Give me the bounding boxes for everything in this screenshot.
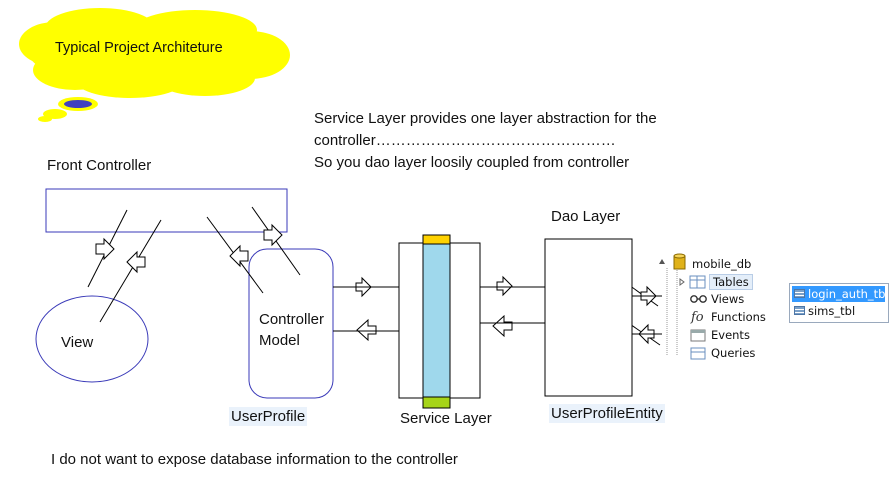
horizontal-connectors xyxy=(333,286,662,335)
arrow-left-icon xyxy=(492,314,513,338)
expand-triangle-icon xyxy=(679,278,685,286)
description-line: Service Layer provides one layer abstrac… xyxy=(314,110,657,127)
tables-popup: login_auth_tbl sims_tbl xyxy=(789,283,889,323)
collapse-triangle-icon xyxy=(659,259,665,264)
db-tree-item-events[interactable]: Events xyxy=(711,328,750,342)
dao-layer-box xyxy=(544,238,633,397)
front-controller-box xyxy=(45,188,288,233)
db-tree-item-queries[interactable]: Queries xyxy=(711,346,756,360)
user-profile-entity-label: UserProfileEntity xyxy=(549,404,665,423)
table-icon xyxy=(794,289,805,298)
thought-cloud xyxy=(19,8,290,122)
table-item-label: sims_tbl xyxy=(808,304,856,318)
table-item-sims[interactable]: sims_tbl xyxy=(792,303,855,319)
queries-icon xyxy=(690,347,706,360)
table-icon xyxy=(689,275,706,289)
service-layer-label: Service Layer xyxy=(400,410,492,427)
views-icon xyxy=(690,295,707,303)
db-tree-item-views[interactable]: Views xyxy=(711,292,745,306)
table-item-login-auth[interactable]: login_auth_tbl xyxy=(792,286,889,302)
events-icon xyxy=(690,329,706,342)
table-item-label: login_auth_tbl xyxy=(808,287,889,301)
arrow-right-icon xyxy=(263,223,283,247)
service-bar xyxy=(422,234,451,409)
arrow-right-icon xyxy=(95,237,115,261)
view-label: View xyxy=(61,334,94,351)
arrow-left-icon xyxy=(356,318,377,342)
controller-model-box xyxy=(248,248,334,399)
arrow-right-icon xyxy=(496,275,513,297)
controller-model-label: Model xyxy=(259,332,300,349)
front-controller-label: Front Controller xyxy=(47,157,152,174)
view-ellipse xyxy=(35,295,149,383)
cloud-bubble-dot xyxy=(64,100,92,108)
description-line: So you dao layer loosily coupled from co… xyxy=(314,154,630,171)
bottom-note: I do not want to expose database informa… xyxy=(51,451,458,468)
dao-layer-label: Dao Layer xyxy=(551,208,621,225)
arrow-left-icon xyxy=(229,244,249,268)
service-bar-bottom-cap xyxy=(422,396,451,409)
user-profile-label: UserProfile xyxy=(229,407,308,426)
arrow-left-icon xyxy=(126,250,146,274)
controller-model-label: Controller xyxy=(259,311,325,328)
service-bar-top-cap xyxy=(422,234,451,245)
table-icon xyxy=(794,306,805,315)
db-tree-root[interactable]: mobile_db xyxy=(692,257,752,271)
cloud-title: Typical Project Architeture xyxy=(55,40,223,56)
db-tree-item-tables[interactable]: Tables xyxy=(709,274,753,290)
db-tree-guides xyxy=(666,268,678,356)
description-line: controller………………………………………… xyxy=(314,132,616,149)
functions-icon: fo xyxy=(690,310,704,325)
database-icon xyxy=(673,253,686,270)
db-tree-item-functions[interactable]: Functions xyxy=(711,310,766,324)
